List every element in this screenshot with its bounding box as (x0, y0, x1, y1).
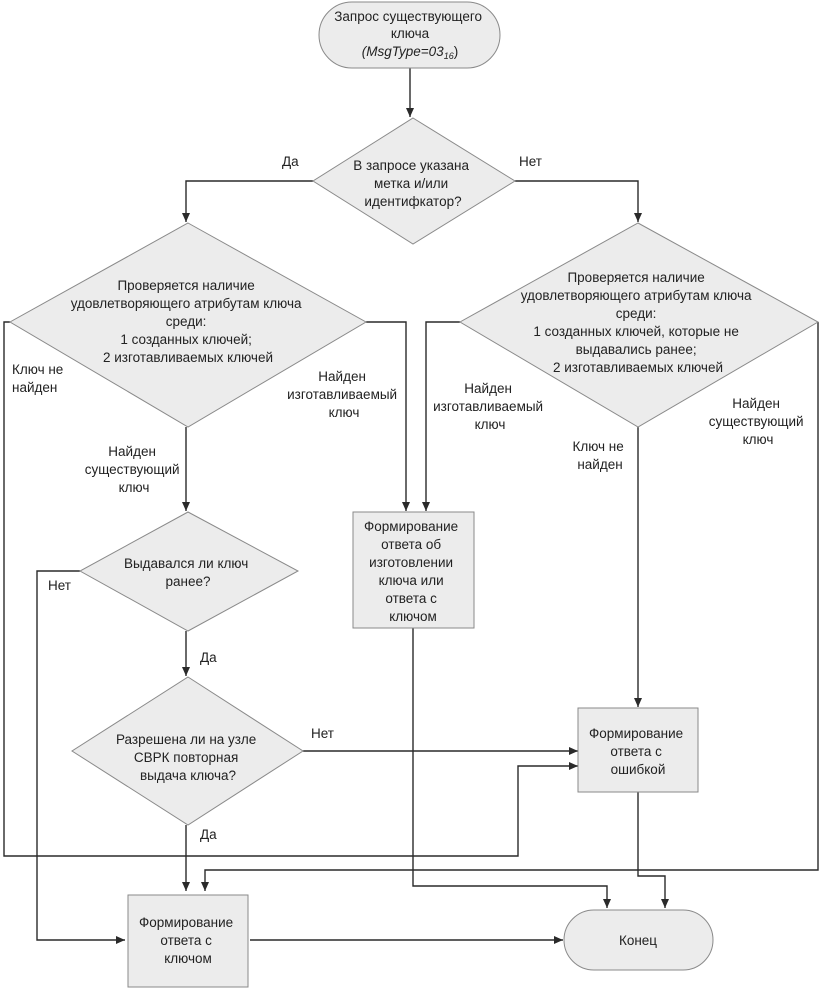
label-right-found-existing: Найден существующий ключ (709, 396, 808, 447)
start-text: Запрос существующего ключа (334, 9, 486, 41)
label-no-top: Нет (519, 154, 542, 169)
reissue-allowed-text: Разрешена ли на узле СВРК повторная выда… (116, 732, 260, 783)
label-issued-no: Нет (48, 578, 71, 593)
edge-right-found-existing (201, 322, 819, 891)
issued-before-text: Выдавался ли ключ ранее? (124, 556, 252, 589)
edge-issued-no (36, 570, 125, 944)
end-text: Конец (619, 933, 657, 948)
label-reissue-no: Нет (311, 726, 334, 741)
response-error-text: Формирование ответа с ошибкой (589, 726, 687, 777)
process-response-key (127, 894, 249, 988)
decision-tag-specified (312, 117, 516, 245)
process-response-error (577, 707, 699, 793)
check-left-text: Проверяется наличие удовлетворяющего атр… (71, 278, 306, 365)
label-left-found-existing: Найден существующий ключ (85, 444, 184, 495)
decision-check-right (458, 222, 820, 428)
edge-manufacture-to-end (412, 628, 611, 908)
decision-tag-text: В запросе указана метка и/или идентифкат… (353, 158, 473, 209)
connectors (3, 68, 819, 944)
edge-decision-no (515, 180, 642, 222)
response-key-text: Формирование ответа с ключом (139, 915, 237, 966)
label-right-not-found: Ключ не найден (572, 439, 627, 472)
decision-check-left (8, 222, 368, 428)
edge-left-not-found (3, 321, 578, 857)
edge-right-found-manufactured (422, 321, 460, 511)
end-terminator (563, 909, 714, 971)
label-left-found-manufactured: Найден изготавливаемый ключ (287, 369, 401, 420)
edge-left-found-manufactured (366, 321, 410, 511)
label-yes-top: Да (282, 154, 299, 169)
process-response-manufacture (352, 511, 475, 629)
edge-decision-yes (182, 180, 313, 222)
decision-reissue-allowed (71, 676, 304, 826)
label-issued-yes: Да (200, 650, 217, 665)
check-right-text: Проверяется наличие удовлетворяющего атр… (521, 270, 756, 375)
label-left-not-found: Ключ не найден (12, 362, 67, 395)
label-reissue-yes: Да (200, 827, 217, 842)
start-terminator (318, 1, 501, 69)
label-right-found-manufactured: Найден изготавливаемый ключ (433, 381, 547, 432)
response-manufacture-text: Формирование ответа об изготовлении ключ… (364, 519, 462, 624)
start-msgtype: (MsgType=0316) (362, 44, 458, 61)
decision-issued-before (78, 511, 300, 632)
edge-error-to-end (637, 792, 669, 908)
